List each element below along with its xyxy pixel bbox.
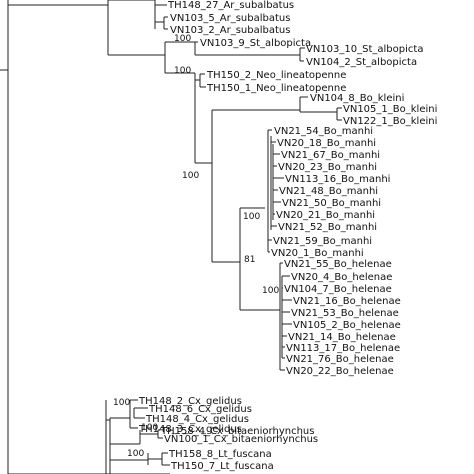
tip-label: VN21_53_Bo_helenae [291, 308, 399, 319]
tip-label: VN21_55_Bo_helenae [284, 259, 392, 270]
tip-label: TH150_1_Neo_lineatopenne [206, 83, 346, 94]
tip-label: VN103_5_Ar_subalbatus [170, 13, 290, 24]
tip-label: TH158_4_Cx_bitaeniorhynchus [160, 426, 314, 437]
tip-label: TH150_2_Neo_lineatopenne [206, 70, 346, 81]
tip-label: VN105_2_Bo_helenae [293, 320, 401, 331]
support-value: 100 [141, 423, 158, 433]
tip-label: VN104_8_Bo_kleini [310, 93, 404, 104]
tip-label: VN21_48_Bo_manhi [279, 186, 378, 197]
tip-label: VN103_9_St_albopicta [200, 38, 311, 49]
tip-label: VN21_50_Bo_manhi [282, 198, 381, 209]
tip-label: TH148_3_Cx_gelidus [138, 424, 242, 435]
tip-label: VN104_2_St_albopicta [306, 57, 417, 68]
tip-label: VN21_67_Bo_manhi [281, 150, 380, 161]
support-value: 100 [262, 286, 279, 296]
tip-label: VN20_18_Bo_manhi [277, 138, 376, 149]
tip-label: TH148_27_Ar_subalbatus [167, 0, 294, 11]
tip-label: VN100_1_Cx_bitaeniorhynchus [164, 434, 318, 445]
tip-label: VN21_52_Bo_manhi [278, 222, 377, 233]
tip-label: VN21_54_Bo_manhi [274, 126, 373, 137]
support-value: 100 [174, 66, 191, 76]
tip-label: TH148_2_Cx_gelidus [138, 396, 242, 407]
support-value: 100 [182, 171, 199, 181]
support-values: 100 100 100 100 100 81 100 100 100 [113, 34, 279, 459]
support-value: 100 [243, 212, 260, 222]
tip-label: VN113_16_Bo_manhi [285, 174, 390, 185]
tip-label: VN113_17_Bo_helenae [286, 343, 400, 354]
tip-label: VN105_1_Bo_kleini [343, 104, 437, 115]
support-value: 81 [244, 255, 255, 265]
tip-label: VN103_2_Ar_subalbatus [170, 25, 290, 36]
tip-label: VN20_23_Bo_manhi [278, 162, 377, 173]
tip-label: TH158_8_Lt_fuscana [168, 449, 272, 460]
support-value: 100 [174, 34, 191, 44]
tip-label: VN21_76_Bo_helenae [286, 354, 394, 365]
tip-label: VN104_7_Bo_helenae [284, 284, 392, 295]
tip-label: VN21_59_Bo_manhi [273, 236, 372, 247]
tip-label: TH148_4_Cx_gelidus [145, 414, 249, 425]
tree-branches [0, 0, 342, 474]
tip-labels: TH148_27_Ar_subalbatus VN103_5_Ar_subalb… [138, 0, 437, 472]
tip-label: VN20_1_Bo_manhi [271, 248, 364, 259]
tip-label: VN122_1_Bo_kleini [343, 116, 437, 127]
tip-label: VN20_4_Bo_helenae [291, 272, 392, 283]
tip-label: TH150_7_Lt_fuscana [170, 461, 274, 472]
tip-label: VN21_14_Bo_helenae [288, 332, 396, 343]
tip-label: VN21_16_Bo_helenae [293, 296, 401, 307]
tip-label: VN103_10_St_albopicta [306, 44, 423, 55]
tip-label: VN20_21_Bo_manhi [276, 210, 375, 221]
tip-label: VN20_22_Bo_helenae [286, 366, 394, 377]
tip-label: TH148_6_Cx_gelidus [148, 404, 252, 415]
support-value: 100 [113, 398, 130, 408]
support-value: 100 [127, 449, 144, 459]
